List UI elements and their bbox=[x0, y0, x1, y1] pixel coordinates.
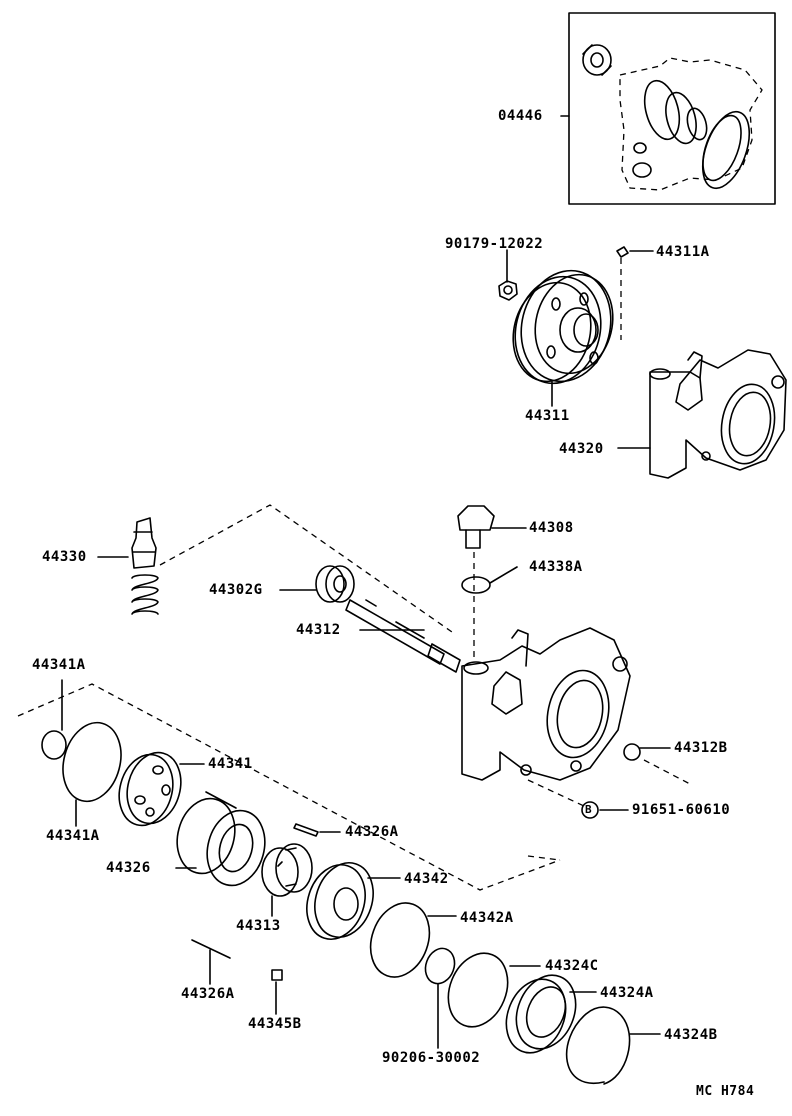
callout-oring-large: 44341A bbox=[46, 828, 100, 844]
retaining-ring-part bbox=[565, 1006, 661, 1085]
side-plate-part bbox=[118, 751, 205, 827]
callout-bolt-marker: B bbox=[585, 803, 593, 816]
diagram-code: MC H784 bbox=[696, 1084, 755, 1099]
callout-bearing: 44302G bbox=[209, 582, 263, 598]
front-housing-part bbox=[617, 349, 787, 479]
callout-kit: 04446 bbox=[498, 108, 543, 124]
callout-plate-oring: 44342A bbox=[460, 910, 514, 926]
callout-vane: 44326A bbox=[345, 824, 399, 840]
cover-oring-part bbox=[447, 952, 541, 1028]
callout-rotor: 44313 bbox=[236, 918, 281, 934]
pressure-plate-part bbox=[306, 862, 401, 940]
cam-ring-part bbox=[175, 791, 266, 887]
callout-oring-small: 44341A bbox=[32, 657, 86, 673]
callout-snap-ring: 90206-30002 bbox=[382, 1050, 481, 1066]
rotor-part bbox=[261, 843, 313, 917]
callout-shaft: 44312 bbox=[296, 622, 341, 638]
woodruff-key-part bbox=[616, 246, 654, 340]
callout-end-cover: 44324A bbox=[600, 985, 654, 1001]
callout-housing-rear: 44312B bbox=[674, 740, 728, 756]
small-oring-part bbox=[41, 679, 67, 760]
callout-pressure-plate: 44342 bbox=[404, 871, 449, 887]
callout-pin-spring: 44345B bbox=[248, 1016, 302, 1032]
union-fitting-part bbox=[457, 505, 527, 660]
callout-retaining-ring: 44324B bbox=[664, 1027, 718, 1043]
shaft-part bbox=[345, 599, 461, 673]
callout-union-fitting: 44308 bbox=[529, 520, 574, 536]
snap-ring-part bbox=[424, 947, 456, 1049]
large-oring-part bbox=[62, 721, 122, 827]
callout-side-plate: 44341 bbox=[208, 756, 253, 772]
bearing-part bbox=[279, 565, 355, 603]
bolt-link-line bbox=[527, 855, 561, 861]
callout-cam-ring: 44326 bbox=[106, 860, 151, 876]
flow-valve-part bbox=[97, 504, 453, 633]
plate-oring-part bbox=[369, 902, 457, 978]
pin-spring-part bbox=[271, 969, 283, 1015]
callout-cover-oring: 44324C bbox=[545, 958, 599, 974]
nut-part bbox=[498, 249, 518, 301]
callout-woodruff-key: 44311A bbox=[656, 244, 710, 260]
callout-bolt: 91651-60610 bbox=[632, 802, 731, 818]
callout-flow-valve: 44330 bbox=[42, 549, 87, 565]
callout-pin: 44326A bbox=[181, 986, 235, 1002]
end-cover-part bbox=[505, 974, 597, 1054]
main-housing-part bbox=[461, 627, 691, 819]
overhaul-kit-box bbox=[560, 12, 776, 205]
pulley-part bbox=[512, 269, 614, 407]
vane-part bbox=[293, 823, 341, 837]
pin-part bbox=[191, 939, 231, 985]
callout-pulley: 44311 bbox=[525, 408, 570, 424]
callout-nut: 90179-12022 bbox=[445, 236, 544, 252]
callout-housing-front: 44320 bbox=[559, 441, 604, 457]
callout-fitting-oring: 44338A bbox=[529, 559, 583, 575]
internals-assembly-outline bbox=[17, 683, 561, 891]
